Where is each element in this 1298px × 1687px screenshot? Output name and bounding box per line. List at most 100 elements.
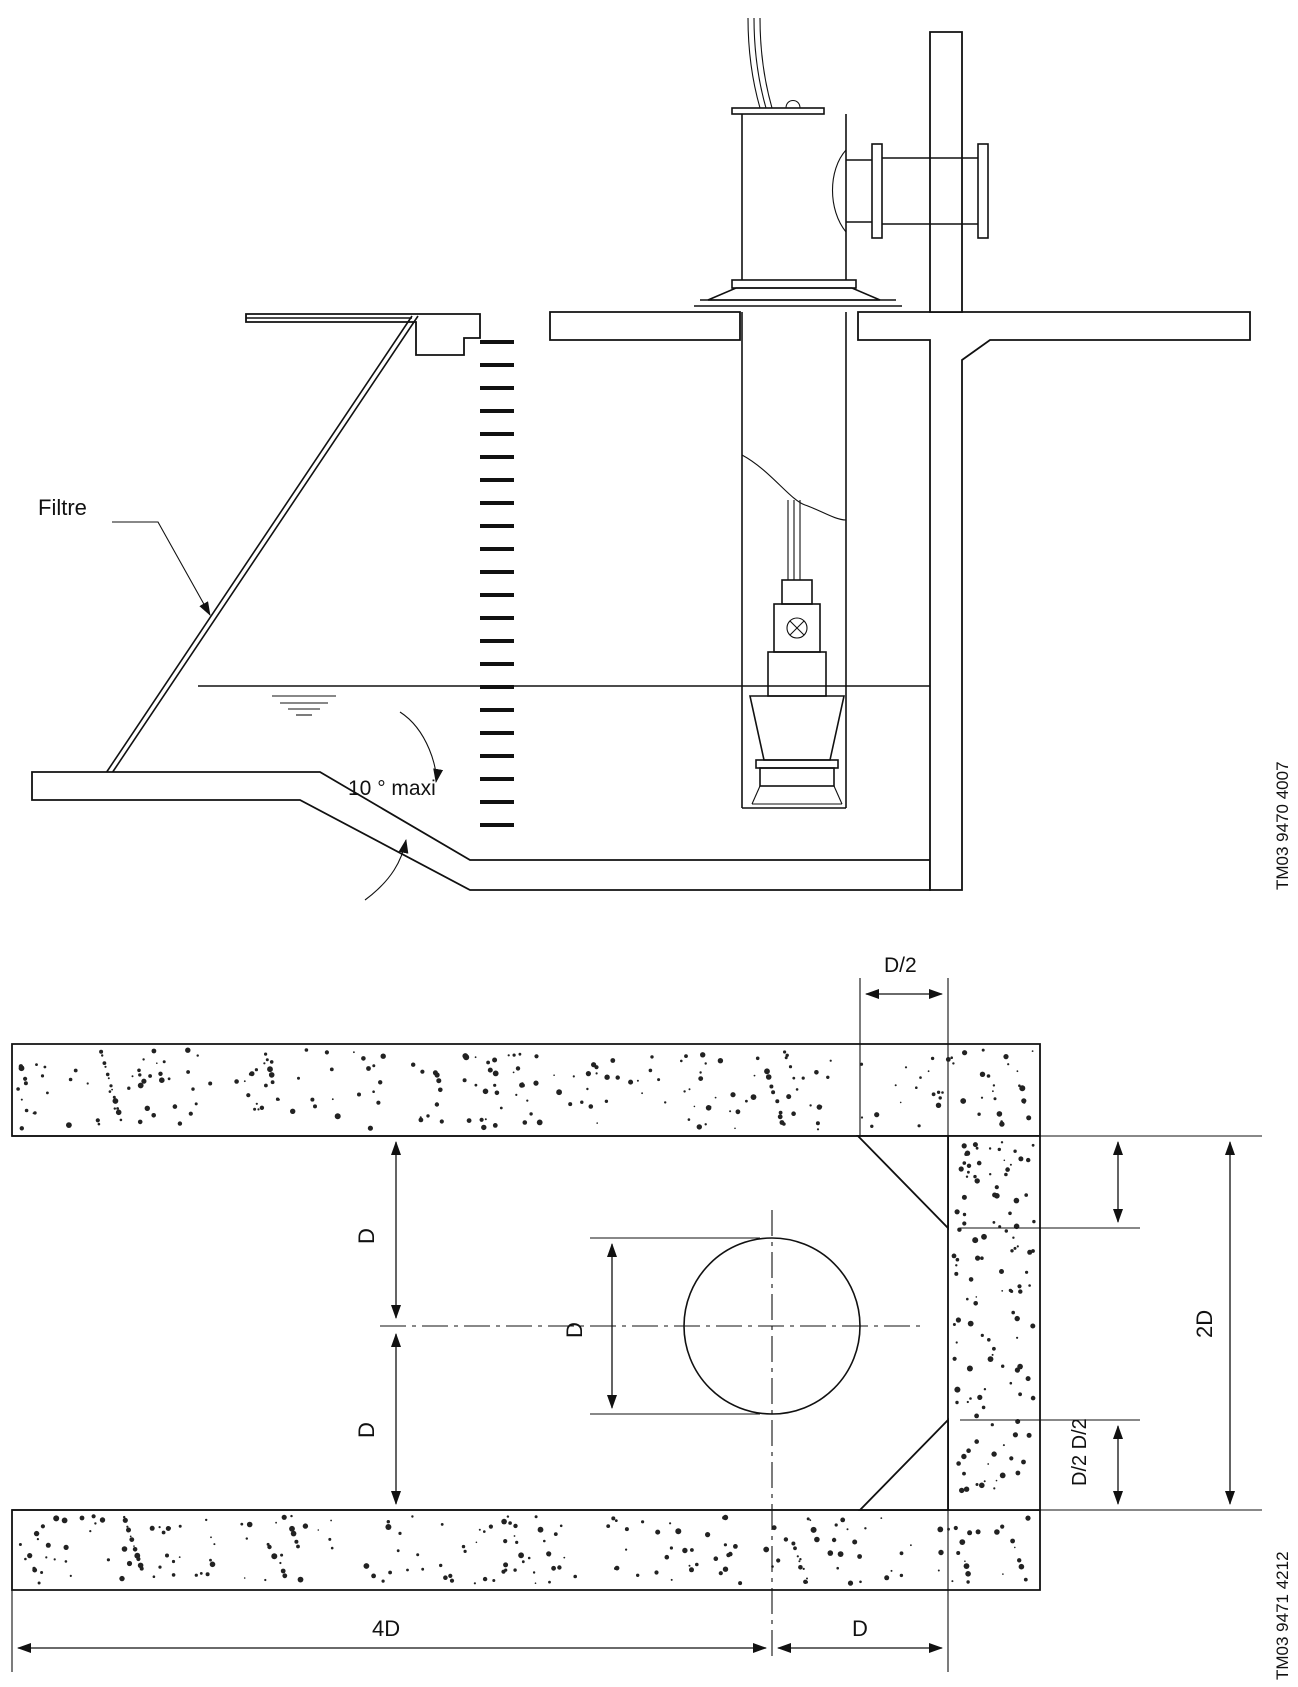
concrete-speck — [992, 1090, 994, 1093]
concrete-speck — [515, 1093, 518, 1096]
concrete-speck — [171, 1559, 176, 1564]
concrete-speck — [553, 1532, 558, 1536]
concrete-speck — [614, 1519, 618, 1522]
concrete-speck — [499, 1106, 503, 1110]
concrete-speck — [331, 1098, 334, 1101]
concrete-speck — [115, 1109, 122, 1116]
concrete-speck — [1026, 1115, 1032, 1121]
concrete-speck — [771, 1090, 776, 1095]
grating-bar — [480, 685, 514, 689]
concrete-speck — [962, 1161, 967, 1165]
concrete-speck — [847, 1580, 854, 1586]
concrete-speck — [964, 1150, 971, 1156]
concrete-speck — [992, 1192, 998, 1198]
concrete-speck — [657, 1078, 661, 1082]
dim-bottom-d-label: D — [852, 1616, 868, 1641]
concrete-speck — [809, 1104, 812, 1107]
concrete-speck — [955, 1341, 958, 1344]
concrete-speck — [696, 1124, 702, 1130]
concrete-speck — [785, 1053, 789, 1058]
concrete-speck — [964, 1560, 966, 1562]
concrete-speck — [396, 1549, 400, 1553]
concrete-speck — [884, 1575, 890, 1581]
concrete-speck — [801, 1076, 805, 1080]
concrete-speck — [973, 1174, 977, 1179]
concrete-speck — [961, 1453, 967, 1460]
concrete-speck — [793, 1546, 797, 1551]
section-view: Filtre 10 ° maxi TM03 9470 4007 — [31, 17, 1292, 901]
concrete-speck — [1018, 1156, 1024, 1162]
concrete-speck — [1003, 1054, 1009, 1060]
drawing-ref-bottom: TM03 9471 4212 — [1273, 1551, 1292, 1680]
concrete-speck — [61, 1517, 68, 1524]
concrete-speck — [449, 1578, 455, 1583]
dim-bottom-4d-label: 4D — [372, 1616, 400, 1641]
concrete-speck — [802, 1567, 805, 1570]
concrete-speck — [463, 1549, 467, 1553]
concrete-speck — [37, 1581, 41, 1585]
concrete-speck — [434, 1102, 440, 1107]
concrete-speck — [275, 1521, 277, 1524]
concrete-speck — [353, 1051, 355, 1054]
concrete-speck — [857, 1554, 862, 1559]
concrete-speck — [778, 1110, 783, 1115]
concrete-speck — [462, 1053, 469, 1059]
concrete-speck — [648, 1068, 653, 1073]
concrete-speck — [636, 1573, 640, 1578]
concrete-speck — [956, 1461, 961, 1466]
concrete-speck — [573, 1574, 577, 1579]
concrete-speck — [488, 1524, 493, 1529]
concrete-speck — [938, 1096, 942, 1100]
concrete-speck — [846, 1528, 849, 1531]
concrete-speck — [981, 1048, 985, 1052]
grating-bar — [480, 501, 514, 505]
concrete-speck — [406, 1568, 409, 1572]
concrete-texture — [16, 1047, 1036, 1586]
concrete-speck — [1014, 1367, 1021, 1373]
concrete-speck — [265, 1058, 269, 1062]
cutaway-break-line — [741, 454, 847, 521]
concrete-speck — [938, 1549, 944, 1556]
bar-grating — [480, 340, 514, 827]
concrete-speck — [208, 1081, 213, 1086]
concrete-speck — [112, 1095, 116, 1099]
concrete-speck — [102, 1061, 107, 1065]
concrete-speck — [551, 1565, 556, 1571]
concrete-speck — [993, 1097, 997, 1101]
concrete-speck — [330, 1546, 334, 1550]
concrete-speck — [191, 1087, 195, 1091]
concrete-speck — [726, 1553, 731, 1558]
concrete-speck — [650, 1055, 654, 1059]
concrete-speck — [606, 1524, 611, 1528]
concrete-speck — [32, 1112, 35, 1115]
concrete-speck — [310, 1097, 315, 1102]
concrete-speck — [704, 1062, 707, 1065]
concrete-speck — [178, 1524, 182, 1528]
concrete-speck — [966, 1297, 969, 1301]
angle-label: 10 ° maxi — [348, 777, 436, 800]
concrete-speck — [1031, 1143, 1035, 1147]
concrete-speck — [960, 1098, 967, 1104]
concrete-speck — [245, 1537, 248, 1540]
concrete-speck — [628, 1079, 634, 1085]
concrete-speck — [972, 1237, 979, 1244]
concrete-speck — [371, 1573, 376, 1579]
concrete-speck — [420, 1069, 425, 1074]
concrete-speck — [987, 1338, 991, 1342]
inlet-floor-slab — [31, 771, 931, 891]
concrete-speck — [730, 1092, 736, 1098]
concrete-speck — [1021, 1459, 1026, 1465]
concrete-speck — [981, 1405, 986, 1410]
concrete-speck — [94, 1522, 97, 1525]
vertical-wall-column — [929, 31, 963, 313]
concrete-speck — [809, 1519, 812, 1522]
concrete-speck — [264, 1052, 268, 1056]
concrete-speck — [604, 1074, 610, 1080]
concrete-speck — [586, 1087, 589, 1091]
concrete-speck — [750, 1094, 757, 1100]
concrete-speck — [955, 1317, 962, 1323]
concrete-speck — [975, 1483, 979, 1486]
concrete-speck — [104, 1065, 107, 1068]
concrete-speck — [962, 1221, 967, 1226]
concrete-speck — [23, 1076, 28, 1081]
